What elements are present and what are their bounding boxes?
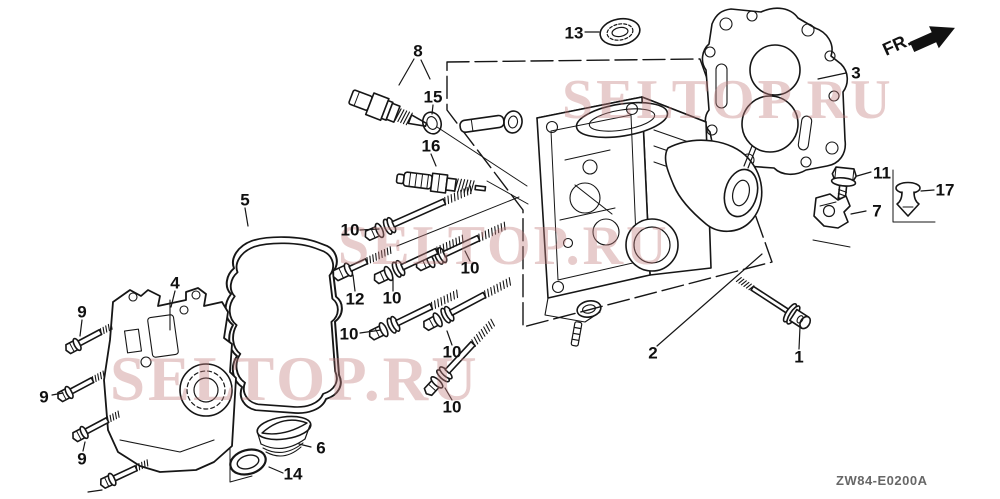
o-ring-15	[421, 111, 443, 135]
cover-gasket-5	[224, 236, 343, 414]
clip-17	[895, 181, 921, 217]
oil-seal-13	[599, 17, 641, 47]
boundary-box	[446, 58, 773, 328]
diagram-code: ZW84-E0200A	[836, 473, 928, 488]
o-ring-14	[229, 448, 267, 476]
head-gasket-3	[701, 7, 849, 176]
spark-plug-16	[395, 171, 487, 195]
sensor-8	[348, 89, 428, 128]
bolt-1	[735, 277, 812, 330]
cylinder-head-2	[459, 96, 763, 347]
fr-direction-arrow: FR.	[879, 26, 955, 60]
stud-bolts-10-12	[329, 181, 516, 400]
leader-lines	[51, 31, 935, 474]
fr-label: FR.	[879, 30, 914, 60]
head-cover-4	[87, 287, 237, 493]
filler-cap-6	[256, 415, 312, 457]
clamp-7	[813, 193, 851, 229]
